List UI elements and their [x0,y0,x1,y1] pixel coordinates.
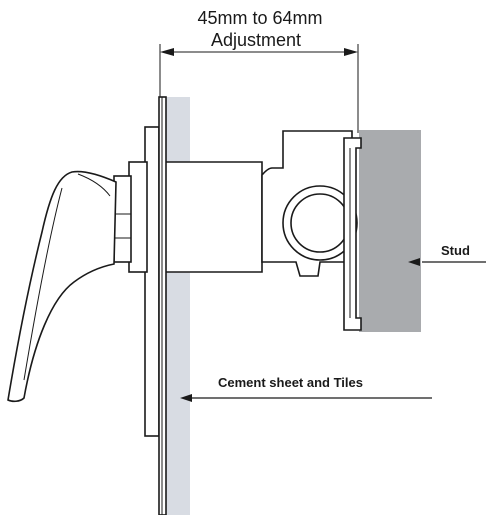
dimension-annotation: 45mm to 64mm Adjustment [159,8,359,133]
stud-label: Stud [441,243,470,258]
mixer-body [164,130,362,331]
wall-plate [144,96,167,515]
dimension-text-range: 45mm to 64mm [197,8,322,28]
dimension-text-label: Adjustment [211,30,301,50]
cement-leader-arrow [180,394,192,402]
stud [359,130,421,332]
handle-hub [113,161,148,273]
lever-handle [7,170,117,403]
cement-callout: Cement sheet and Tiles [180,375,432,402]
cement-sheet [166,97,190,515]
stud-callout: Stud [408,243,486,266]
dimension-arrow-left [160,48,174,56]
cement-label: Cement sheet and Tiles [218,375,363,390]
dimension-arrow-right [344,48,358,56]
stud-leader-arrow [408,258,420,266]
